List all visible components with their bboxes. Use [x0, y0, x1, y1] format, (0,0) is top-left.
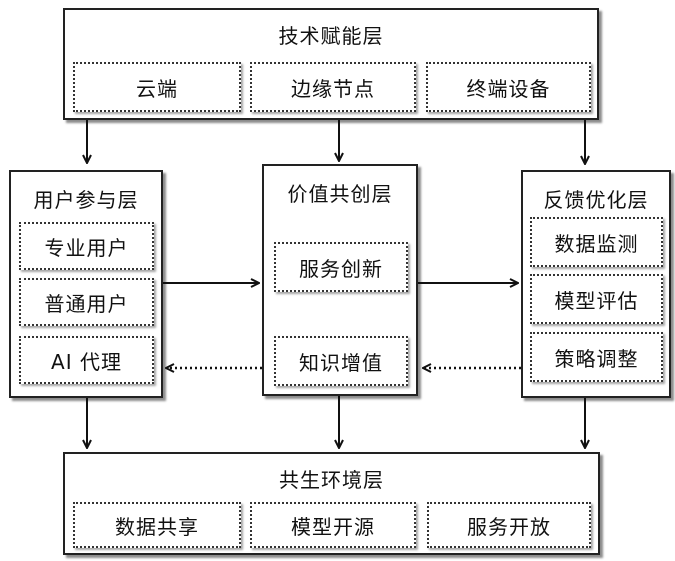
tech-item-cloud: 云端 [73, 62, 241, 112]
feedback-item-data-monitoring: 数据监测 [530, 217, 663, 267]
tech-item-edge-node: 边缘节点 [250, 62, 416, 112]
value-layer-title: 价值共创层 [287, 182, 393, 206]
tech-item-terminal-device: 终端设备 [426, 62, 591, 112]
feedback-item-model-evaluation: 模型评估 [530, 274, 663, 324]
user-item-ai-agent: AI 代理 [19, 336, 154, 384]
eco-layer-title: 共生环境层 [279, 468, 384, 492]
feedback-layer-title: 反馈优化层 [543, 188, 649, 212]
user-item-regular: 普通用户 [19, 278, 154, 326]
eco-item-service-opening: 服务开放 [427, 502, 591, 548]
feedback-item-strategy-adjustment: 策略调整 [530, 332, 663, 382]
tech-layer-title: 技术赋能层 [278, 24, 384, 48]
user-layer-title: 用户参与层 [33, 188, 139, 212]
eco-item-data-sharing: 数据共享 [73, 502, 241, 548]
value-item-service-innovation: 服务创新 [274, 242, 408, 292]
eco-item-model-open-source: 模型开源 [250, 502, 416, 548]
user-item-professional: 专业用户 [19, 222, 154, 270]
value-item-knowledge-appreciation: 知识增值 [274, 336, 408, 386]
